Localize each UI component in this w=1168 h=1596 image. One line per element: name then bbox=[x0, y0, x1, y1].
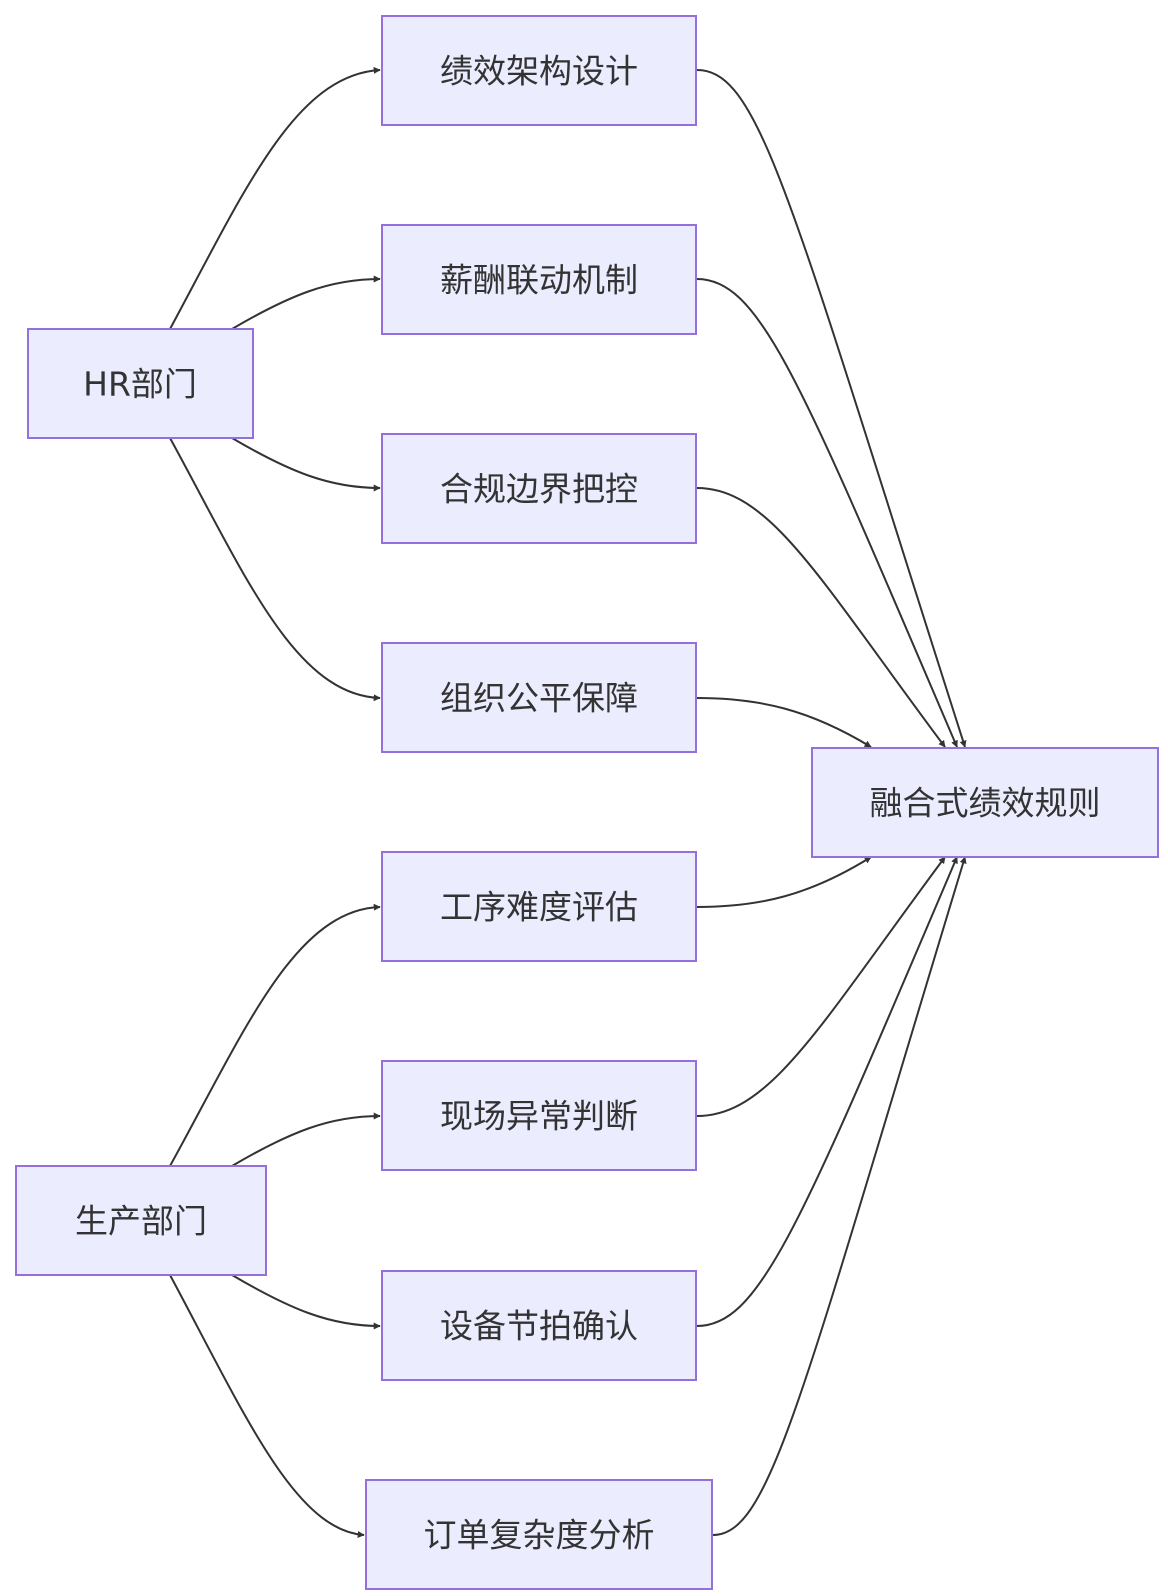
edge-hr-to-n4 bbox=[169, 437, 381, 702]
node-process-difficulty: 工序难度评估 bbox=[381, 851, 697, 962]
node-production-department-label: 生产部门 bbox=[75, 1202, 207, 1241]
node-fused-performance-rules: 融合式绩效规则 bbox=[811, 747, 1159, 858]
node-performance-architecture: 绩效架构设计 bbox=[381, 15, 697, 126]
edge-prod-to-n5 bbox=[169, 903, 381, 1167]
node-hr-department: HR部门 bbox=[27, 328, 254, 439]
node-salary-linkage: 薪酬联动机制 bbox=[381, 224, 697, 335]
edge-hr-to-n1 bbox=[169, 66, 381, 330]
edge-hr-to-n3 bbox=[231, 437, 381, 492]
node-process-difficulty-label: 工序难度评估 bbox=[440, 888, 638, 927]
edge-prod-to-n8 bbox=[169, 1274, 365, 1539]
edge-n6-to-target bbox=[696, 856, 946, 1117]
edge-prod-to-n6 bbox=[231, 1112, 381, 1167]
node-hr-department-label: HR部门 bbox=[83, 365, 197, 404]
node-order-complexity-label: 订单复杂度分析 bbox=[424, 1516, 655, 1555]
edge-n5-to-target bbox=[696, 856, 872, 908]
node-onsite-anomaly-label: 现场异常判断 bbox=[440, 1097, 638, 1136]
node-fused-performance-rules-label: 融合式绩效规则 bbox=[870, 784, 1101, 823]
node-equipment-takt: 设备节拍确认 bbox=[381, 1270, 697, 1381]
edge-n8-to-target bbox=[712, 856, 967, 1536]
edge-n2-to-target bbox=[696, 278, 958, 748]
node-organizational-fairness-label: 组织公平保障 bbox=[440, 679, 638, 718]
node-onsite-anomaly: 现场异常判断 bbox=[381, 1060, 697, 1171]
node-compliance-boundary: 合规边界把控 bbox=[381, 433, 697, 544]
node-performance-architecture-label: 绩效架构设计 bbox=[440, 52, 638, 91]
node-equipment-takt-label: 设备节拍确认 bbox=[440, 1307, 638, 1346]
edge-n3-to-target bbox=[696, 487, 946, 748]
edge-n4-to-target bbox=[696, 697, 872, 748]
edge-n7-to-target bbox=[696, 856, 958, 1327]
node-production-department: 生产部门 bbox=[15, 1165, 267, 1276]
node-organizational-fairness: 组织公平保障 bbox=[381, 642, 697, 753]
edge-n1-to-target bbox=[696, 69, 967, 748]
edge-prod-to-n7 bbox=[231, 1274, 381, 1330]
edge-hr-to-n2 bbox=[231, 275, 381, 330]
node-salary-linkage-label: 薪酬联动机制 bbox=[440, 261, 638, 300]
node-compliance-boundary-label: 合规边界把控 bbox=[440, 470, 638, 509]
node-order-complexity: 订单复杂度分析 bbox=[365, 1479, 713, 1590]
